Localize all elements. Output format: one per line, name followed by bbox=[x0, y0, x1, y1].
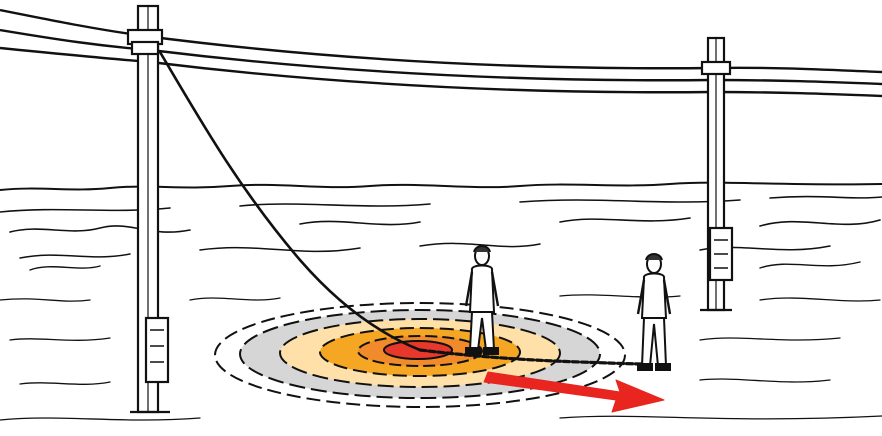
person-far bbox=[638, 254, 670, 370]
power-pole-right bbox=[700, 38, 732, 310]
